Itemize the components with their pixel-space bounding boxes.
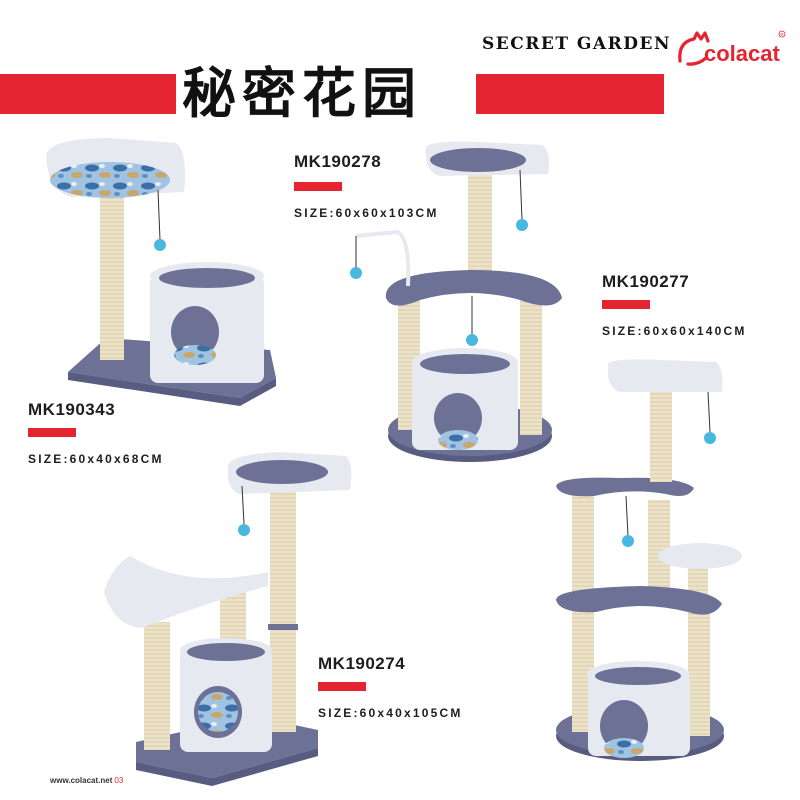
product-size-mk190277: SIZE:60x60x140CM [602,324,747,338]
title-background [176,60,476,130]
svg-text:R: R [780,32,784,37]
series-title-chinese: 秘密花园 [182,62,422,125]
product-illustration-mk190343 [46,138,276,406]
brand-logo-text: colacat [704,41,780,66]
product-size-mk190278: SIZE:60x60x103CM [294,206,439,220]
product-illustration-mk190278 [350,141,562,462]
product-model-mk190278: MK190278 [294,152,382,171]
product-accent-bar [28,428,76,437]
product-size-mk190343: SIZE:60x40x68CM [28,452,164,466]
product-model-mk190277: MK190277 [602,272,690,291]
product-accent-bar [294,182,342,191]
product-model-mk190274: MK190274 [318,654,406,673]
series-title-english: SECRET GARDEN [482,34,671,54]
product-accent-bar [318,682,366,691]
product-accent-bar [602,300,650,309]
product-illustration-mk190274 [104,452,352,786]
footer-url: www.colacat.net [50,776,113,785]
product-size-mk190274: SIZE:60x40x105CM [318,706,463,720]
product-illustration-mk190277 [556,359,742,761]
product-model-mk190343: MK190343 [28,400,116,419]
page-number: 03 [114,776,124,785]
brand-logo: colacat R [678,30,786,66]
